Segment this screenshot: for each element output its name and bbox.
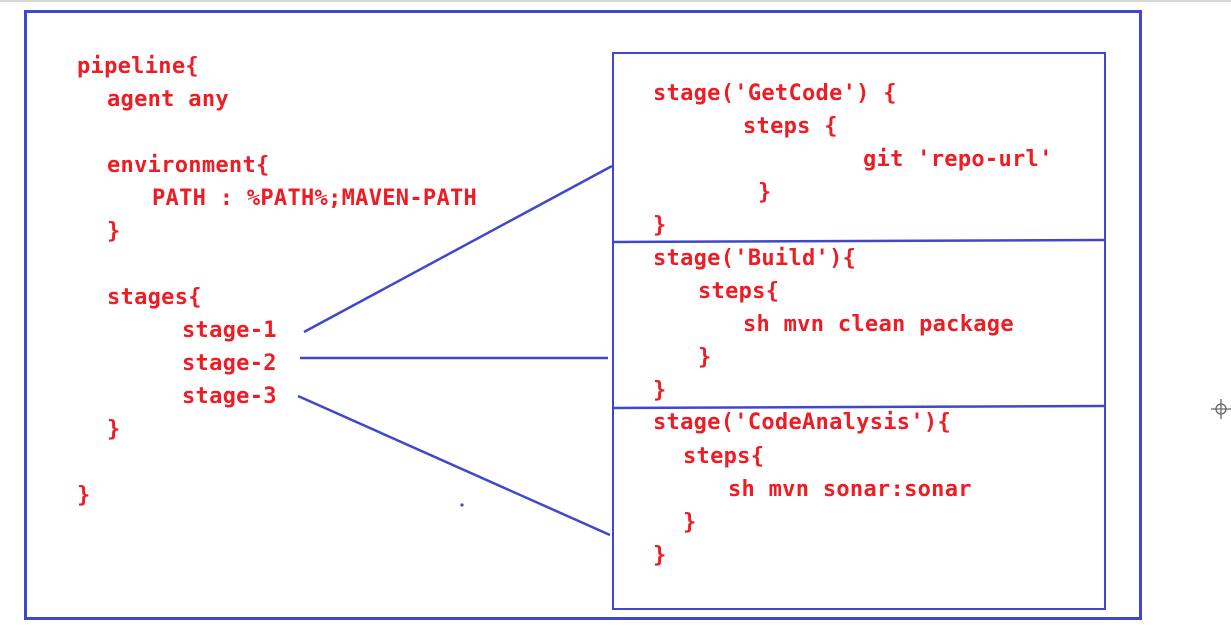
stage-analysis-code: stage('CodeAnalysis'){ steps{ sh mvn son… (0, 0, 972, 568)
pipeline-close: } (77, 483, 91, 508)
build-steps-close: } (698, 345, 712, 370)
analysis-open: stage('CodeAnalysis'){ (653, 410, 951, 435)
pipeline-open: pipeline{ (77, 54, 199, 79)
stage-3-label: stage-3 (182, 384, 277, 409)
stage-build-code: stage('Build'){ steps{ sh mvn clean pack… (0, 0, 1014, 403)
stage-getcode-code: stage('GetCode') { steps { git 'repo-url… (0, 0, 1052, 238)
analysis-sonar: sh mvn sonar:sonar (728, 477, 972, 502)
stages-detail-box (612, 52, 1106, 610)
getcode-steps-close: } (758, 180, 772, 205)
getcode-git: git 'repo-url' (863, 147, 1053, 172)
stage-1-label: stage-1 (182, 318, 277, 343)
environment-close: } (107, 219, 121, 244)
pipeline-code: pipeline{ agent any environment{ PATH : … (0, 0, 477, 508)
analysis-steps-open: steps{ (683, 444, 765, 469)
top-divider (0, 0, 1231, 2)
getcode-steps-open: steps { (743, 114, 838, 139)
build-close: } (653, 378, 667, 403)
build-open: stage('Build'){ (653, 246, 857, 271)
analysis-steps-close: } (683, 510, 697, 535)
build-mvn: sh mvn clean package (743, 312, 1014, 337)
analysis-close: } (653, 543, 667, 568)
build-steps-open: steps{ (698, 279, 780, 304)
agent-line: agent any (107, 87, 229, 112)
crosshair-icon (1211, 399, 1231, 419)
path-line: PATH : %PATH%;MAVEN-PATH (152, 186, 478, 211)
stages-close: } (107, 417, 121, 442)
stages-open: stages{ (107, 285, 202, 310)
environment-open: environment{ (107, 153, 270, 178)
getcode-open: stage('GetCode') { (653, 81, 897, 106)
stage-2-label: stage-2 (182, 351, 277, 376)
getcode-close: } (653, 213, 667, 238)
outer-frame (24, 10, 1142, 620)
